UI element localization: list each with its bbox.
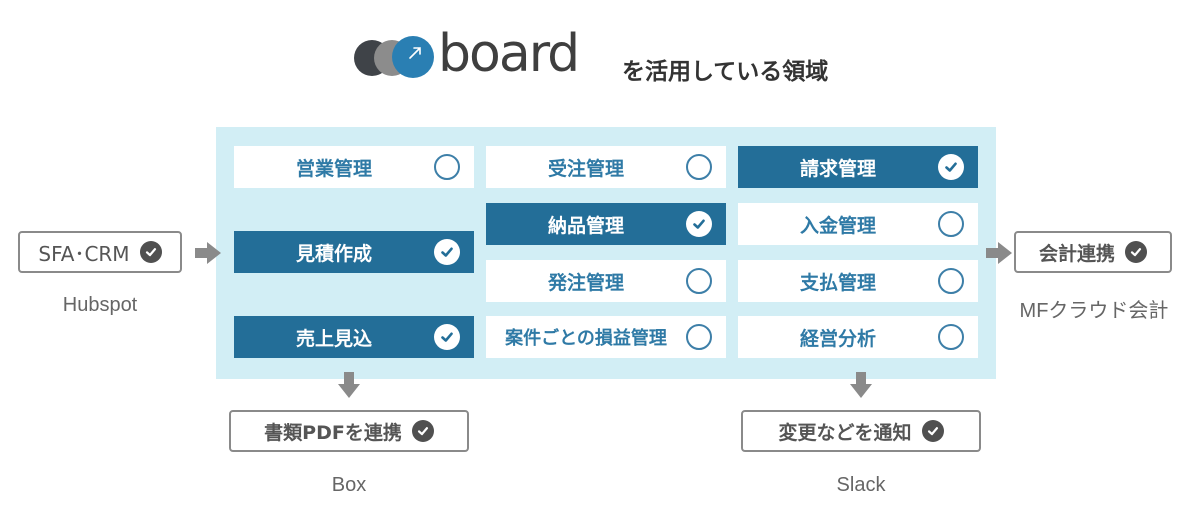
module-label: 見積作成 [295,242,372,265]
arrow-right-icon [195,242,221,264]
integration-label: 変更などを通知 [778,421,912,444]
empty-circle-icon [434,154,460,180]
check-icon [938,154,964,180]
check-icon [411,420,434,442]
check-icon [1125,241,1147,263]
module-label: 入金管理 [799,214,876,237]
empty-circle-icon [686,268,712,294]
service-box: Box [331,474,367,496]
empty-circle-icon [686,154,712,180]
check-icon [434,324,460,350]
module-management-analysis: 経営分析 [738,316,978,358]
module-quotation: 見積作成 [234,231,474,273]
check-icon [686,211,712,237]
module-order-management: 受注管理 [486,146,726,188]
module-sales-forecast: 売上見込 [234,316,474,358]
integration-pdf-documents: 書類PDFを連携 [229,410,469,452]
module-payment-receipt: 入金管理 [738,203,978,245]
integration-label: SFA･CRM [38,241,130,266]
module-billing-management: 請求管理 [738,146,978,188]
arrow-right-icon [986,242,1012,264]
board-logo-mark [354,34,436,82]
module-label: 経営分析 [799,327,876,350]
integration-accounting: 会計連携 [1014,231,1172,273]
module-purchase-management: 発注管理 [486,260,726,302]
module-delivery-management: 納品管理 [486,203,726,245]
board-logo: board [354,24,580,86]
empty-circle-icon [686,324,712,350]
empty-circle-icon [938,324,964,350]
empty-circle-icon [938,211,964,237]
integration-label: 会計連携 [1038,242,1115,265]
module-project-pl: 案件ごとの損益管理 [486,316,726,358]
header-suffix: を活用している領域 [622,58,829,84]
integration-sfa-crm: SFA･CRM [18,231,182,273]
module-label: 納品管理 [547,214,624,237]
module-label: 受注管理 [547,157,624,180]
check-icon [434,239,460,265]
service-mf-cloud: MFクラウド会計 [1019,300,1169,322]
module-label: 支払管理 [799,271,876,294]
arrow-down-icon [338,372,360,398]
arrow-down-icon [850,372,872,398]
integration-notification: 変更などを通知 [741,410,981,452]
service-slack: Slack [836,474,886,496]
integration-label: 書類PDFを連携 [264,421,402,444]
module-label: 請求管理 [799,157,876,180]
module-sales-management: 営業管理 [234,146,474,188]
module-label: 案件ごとの損益管理 [505,328,667,349]
module-payment-management: 支払管理 [738,260,978,302]
board-wordmark: board [438,24,580,84]
check-icon [139,241,162,263]
module-label: 発注管理 [547,271,624,294]
check-icon [921,420,944,442]
module-label: 営業管理 [295,157,372,180]
empty-circle-icon [938,268,964,294]
service-hubspot: Hubspot [62,294,138,316]
module-label: 売上見込 [295,327,372,350]
